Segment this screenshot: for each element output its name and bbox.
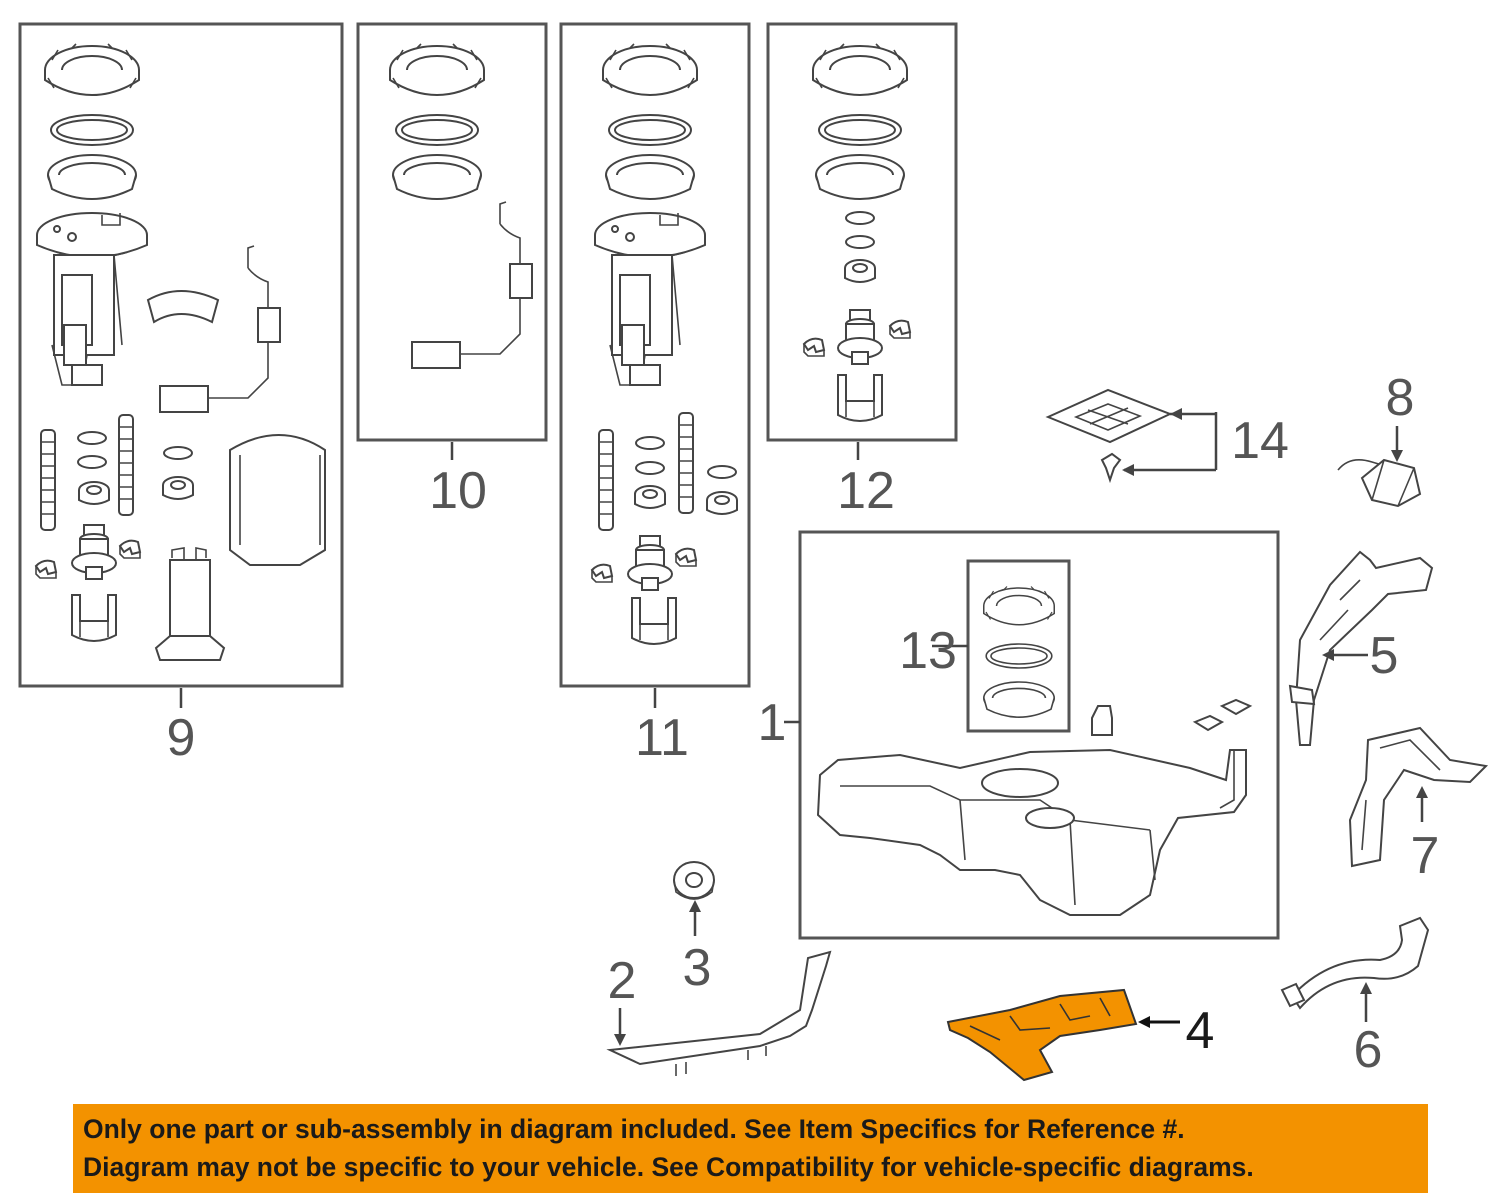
assembly-frame-12 xyxy=(766,22,958,442)
callout-10: 10 xyxy=(429,462,487,520)
tank-strap-2 xyxy=(606,950,832,1076)
breather-hose-6 xyxy=(1280,916,1430,1010)
assembly-frame-10 xyxy=(356,22,548,442)
callout-8: 8 xyxy=(1386,369,1415,427)
callout-13: 13 xyxy=(899,622,957,680)
pump-assembly-9 xyxy=(35,43,326,661)
disclaimer-banner: Only one part or sub-assembly in diagram… xyxy=(73,1104,1428,1193)
heat-shield-7 xyxy=(1348,726,1489,868)
disclaimer-line-2: Diagram may not be specific to your vehi… xyxy=(83,1152,1254,1182)
regulator-assembly-12 xyxy=(803,43,911,422)
cushion-3 xyxy=(673,861,715,900)
callout-12: 12 xyxy=(837,462,895,520)
filler-pipe-5 xyxy=(1288,550,1434,746)
callout-5: 5 xyxy=(1370,627,1399,685)
access-cover-14 xyxy=(1045,388,1173,484)
assembly-frame-1 xyxy=(798,530,1280,940)
callout-3: 3 xyxy=(683,939,712,997)
assembly-frame-9 xyxy=(18,22,344,688)
callout-4: 4 xyxy=(1186,1002,1215,1060)
callout-7: 7 xyxy=(1411,827,1440,885)
assembly-frame-11 xyxy=(559,22,751,688)
callout-9: 9 xyxy=(167,709,196,767)
callout-2: 2 xyxy=(608,952,637,1010)
callout-11: 11 xyxy=(635,709,689,767)
filler-cap-8 xyxy=(1337,458,1422,508)
sender-assembly-10 xyxy=(389,43,533,369)
fuel-tank-1 xyxy=(816,585,1253,916)
disclaimer-line-1: Only one part or sub-assembly in diagram… xyxy=(83,1114,1185,1144)
callout-1: 1 xyxy=(758,694,787,752)
callout-6: 6 xyxy=(1354,1021,1383,1079)
pump-assembly-11 xyxy=(591,43,738,645)
tank-heat-shield-4 xyxy=(946,988,1138,1082)
callout-14: 14 xyxy=(1231,412,1289,470)
